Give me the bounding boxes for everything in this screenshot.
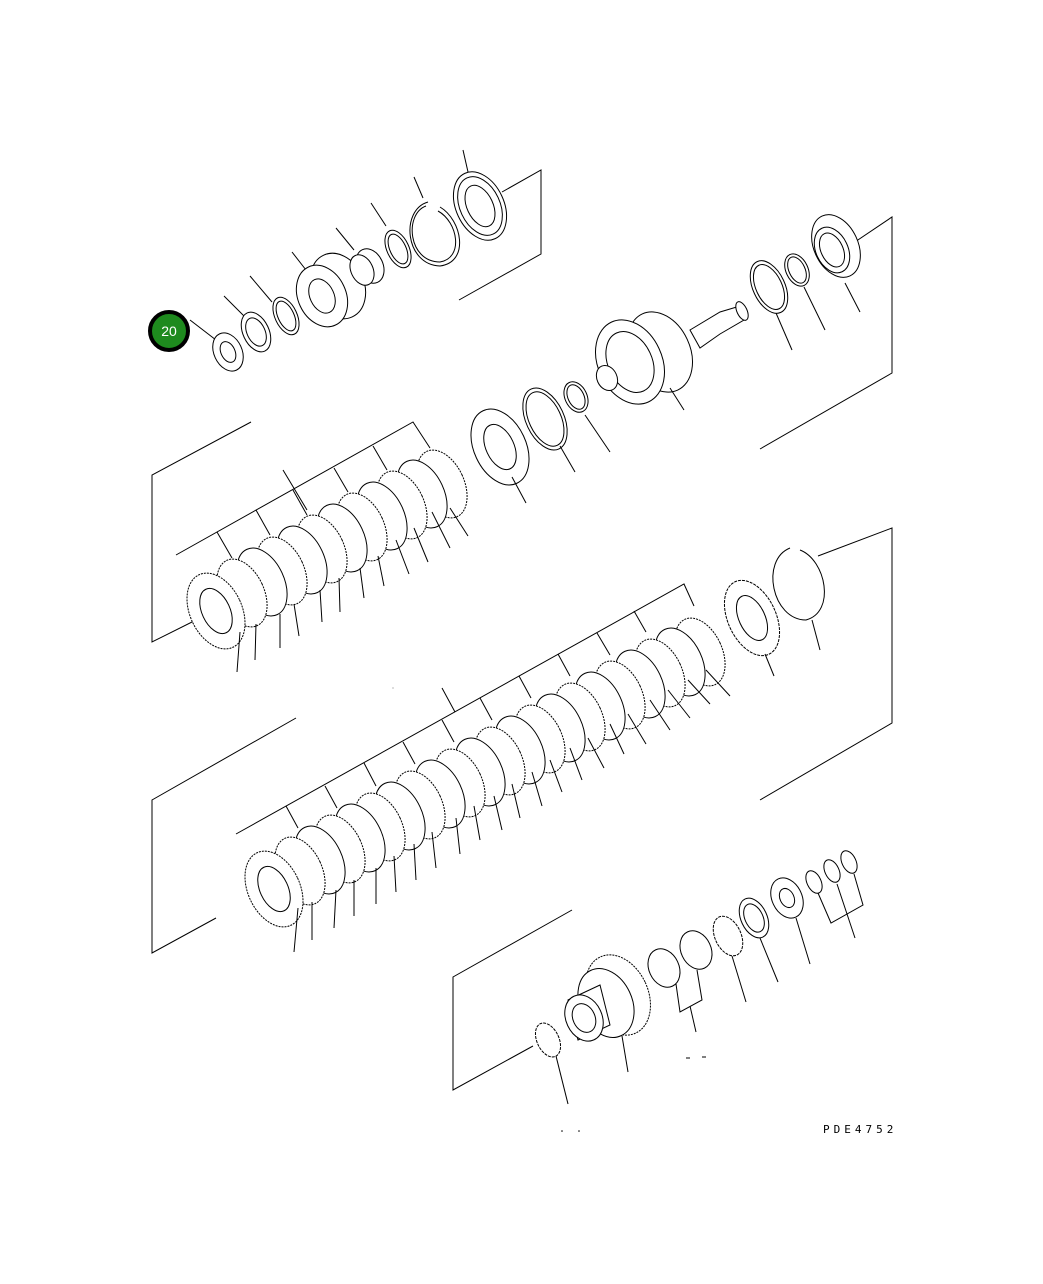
figure-code: PDE4752: [823, 1123, 898, 1136]
end-plate-and-snap-ring: [723, 527, 893, 801]
callout-badge-20[interactable]: 20: [148, 310, 190, 352]
carrier-assembly: [595, 214, 893, 450]
top-row-parts: [189, 149, 542, 372]
piston-and-seals: [470, 381, 611, 504]
upper-clutch-pack: [151, 421, 469, 673]
lower-clutch-pack: [151, 583, 731, 954]
bottom-gear-assembly: [452, 850, 864, 1105]
callout-label: 20: [161, 323, 177, 339]
